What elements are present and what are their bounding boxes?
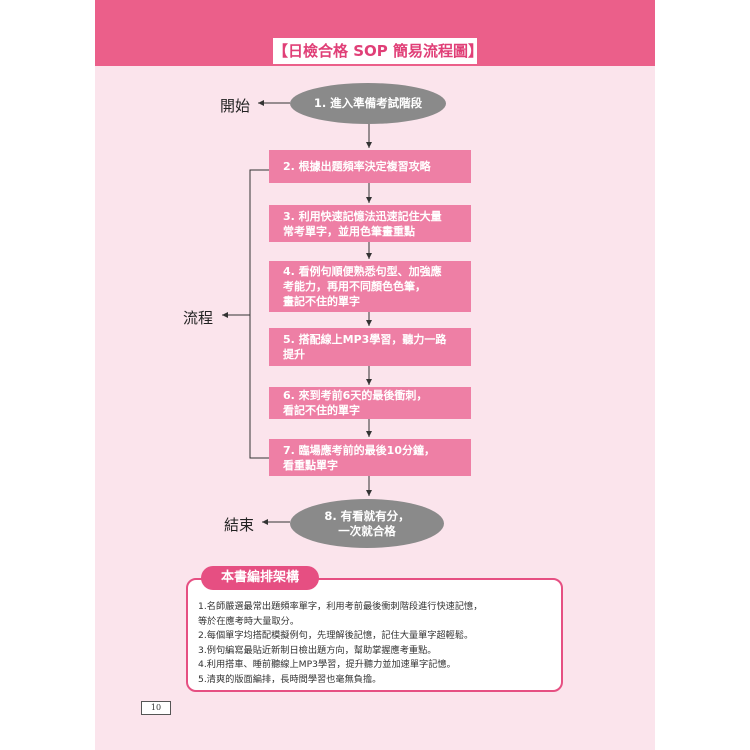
- start-label: 開始: [220, 97, 251, 115]
- flow-step-5: 5. 搭配線上MP3學習，聽力一路 提升: [269, 328, 471, 366]
- book-structure-box: [186, 578, 563, 692]
- flow-step-3: 3. 利用快速記憶法迅速記住大量 常考單字，並用色筆畫重點: [269, 205, 471, 242]
- flow-step-6: 6. 來到考前6天的最後衝刺， 看記不住的單字: [269, 387, 471, 419]
- process-bracket: [249, 169, 269, 459]
- page-number: 10: [141, 701, 171, 715]
- end-step-text: 8. 有看就有分， 一次就合格: [324, 508, 410, 538]
- book-structure-title: 本書編排架構: [201, 566, 319, 590]
- end-oval: 8. 有看就有分， 一次就合格: [290, 499, 444, 548]
- start-step-text: 1. 進入準備考試階段: [313, 96, 423, 110]
- list-item: 1.名師嚴選最常出題頻率單字，利用考前最後衝刺階段進行快速記憶， 等於在應考時大…: [198, 601, 483, 627]
- start-oval: 1. 進入準備考試階段: [290, 83, 446, 124]
- flow-step-2: 2. 根據出題頻率決定複習攻略: [269, 150, 471, 183]
- process-label: 流程: [183, 309, 214, 327]
- list-item: 3.例句編寫最貼近新制日檢出題方向，幫助掌握應考重點。: [198, 644, 437, 656]
- book-structure-list: 1.名師嚴選最常出題頻率單字，利用考前最後衝刺階段進行快速記憶， 等於在應考時大…: [198, 600, 558, 687]
- page-title: 【日檢合格 SOP 簡易流程圖】: [273, 38, 483, 64]
- list-item: 2.每個單字均搭配模擬例句，先理解後記憶，記住大量單字超輕鬆。: [198, 630, 474, 641]
- list-item: 4.利用搭車、睡前聽線上MP3學習，提升聽力並加速單字記憶。: [198, 659, 456, 670]
- flow-step-4: 4. 看例句順便熟悉句型、加強應 考能力，再用不同顏色色筆， 畫記不住的單字: [269, 261, 471, 312]
- flow-step-7: 7. 臨場應考前的最後10分鐘， 看重點單字: [269, 439, 471, 476]
- end-label: 結束: [224, 516, 255, 534]
- list-item: 5.清爽的版面編排，長時間學習也毫無負擔。: [198, 673, 382, 685]
